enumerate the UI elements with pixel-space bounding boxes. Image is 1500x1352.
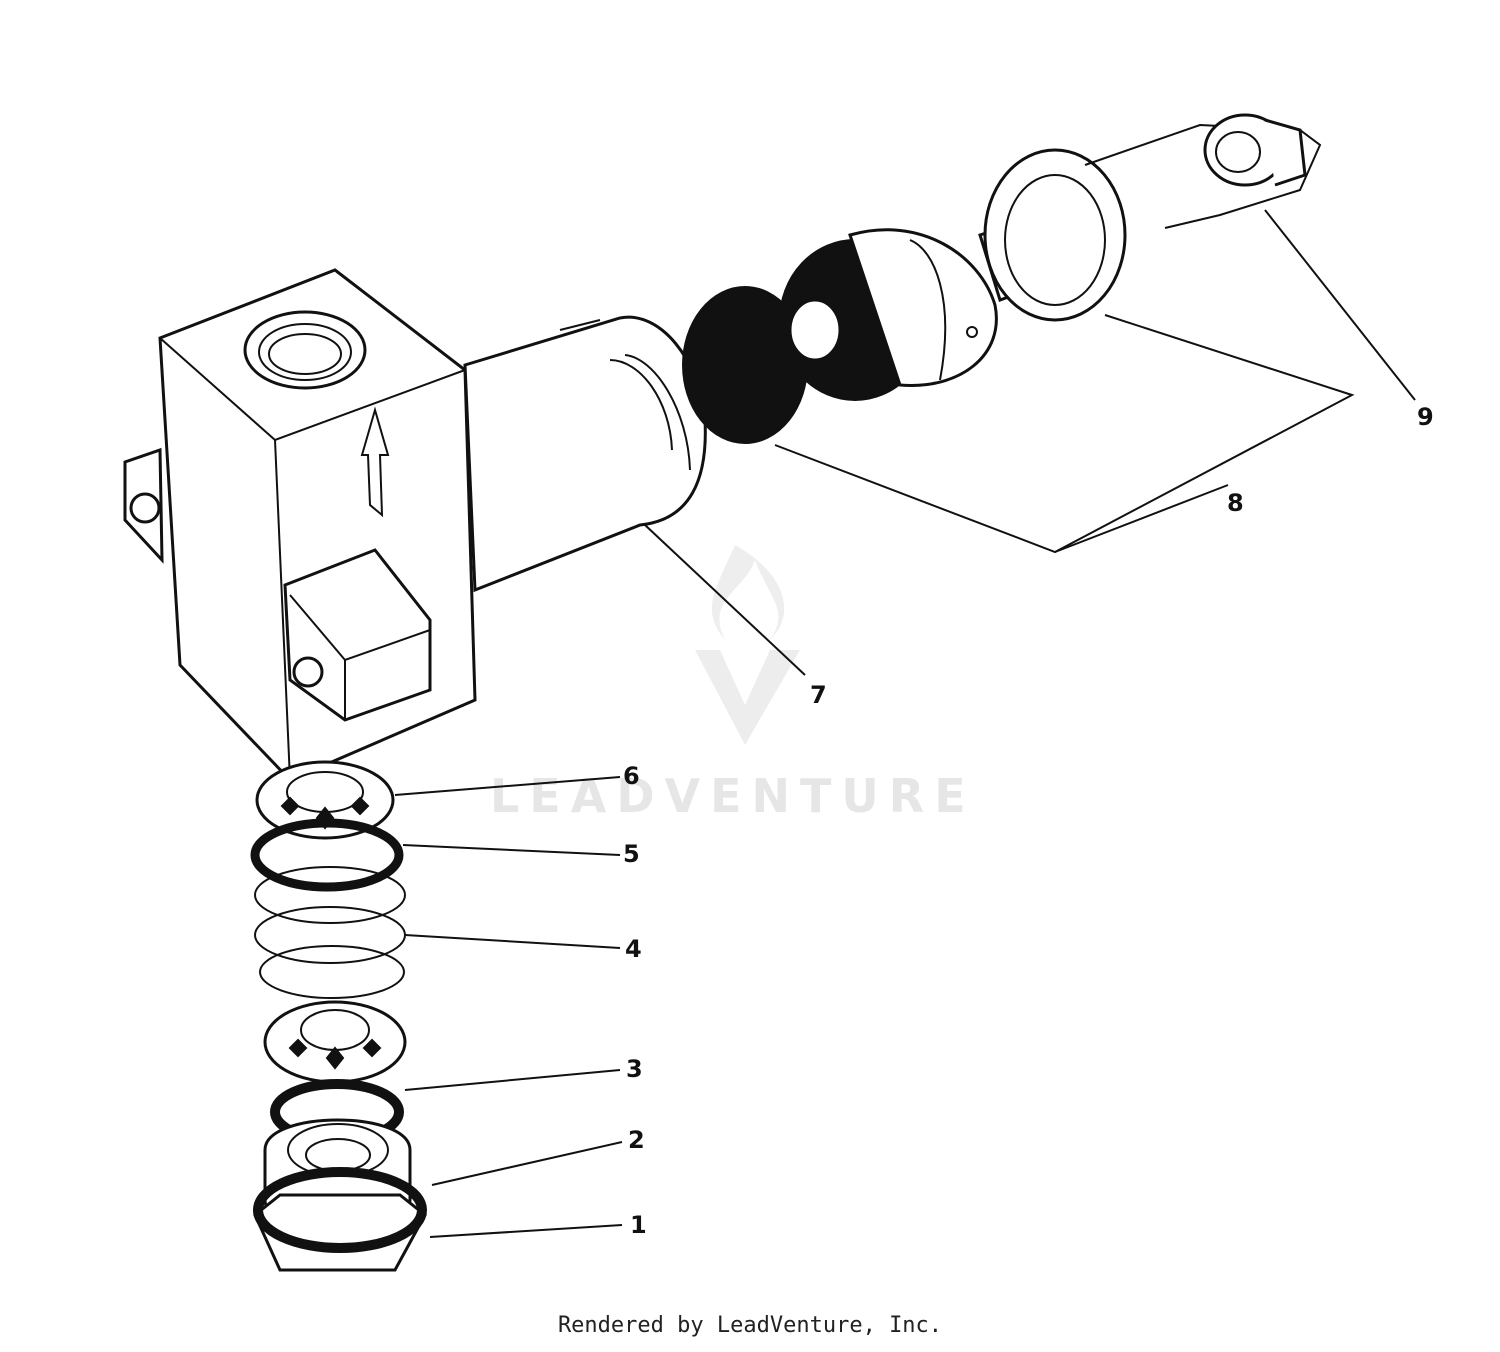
callout-8: 8 bbox=[1227, 489, 1244, 517]
callout-7: 7 bbox=[810, 681, 827, 709]
callout-2: 2 bbox=[628, 1126, 645, 1154]
spool-assembly bbox=[682, 148, 1127, 444]
watermark-text: LEADVENTURE bbox=[490, 769, 976, 823]
valve-seat-stack bbox=[250, 760, 427, 1272]
callout-4: 4 bbox=[625, 935, 642, 963]
cap-and-clip bbox=[1084, 113, 1322, 229]
watermark-logo bbox=[695, 545, 800, 745]
callout-5: 5 bbox=[623, 840, 640, 868]
callout-9: 9 bbox=[1417, 403, 1434, 431]
leader-lines bbox=[394, 209, 1416, 1238]
callout-6: 6 bbox=[623, 762, 640, 790]
render-credit: Rendered by LeadVenture, Inc. bbox=[557, 1313, 943, 1338]
callout-3: 3 bbox=[626, 1055, 643, 1083]
callout-1: 1 bbox=[630, 1211, 647, 1239]
valve-body bbox=[123, 268, 707, 782]
